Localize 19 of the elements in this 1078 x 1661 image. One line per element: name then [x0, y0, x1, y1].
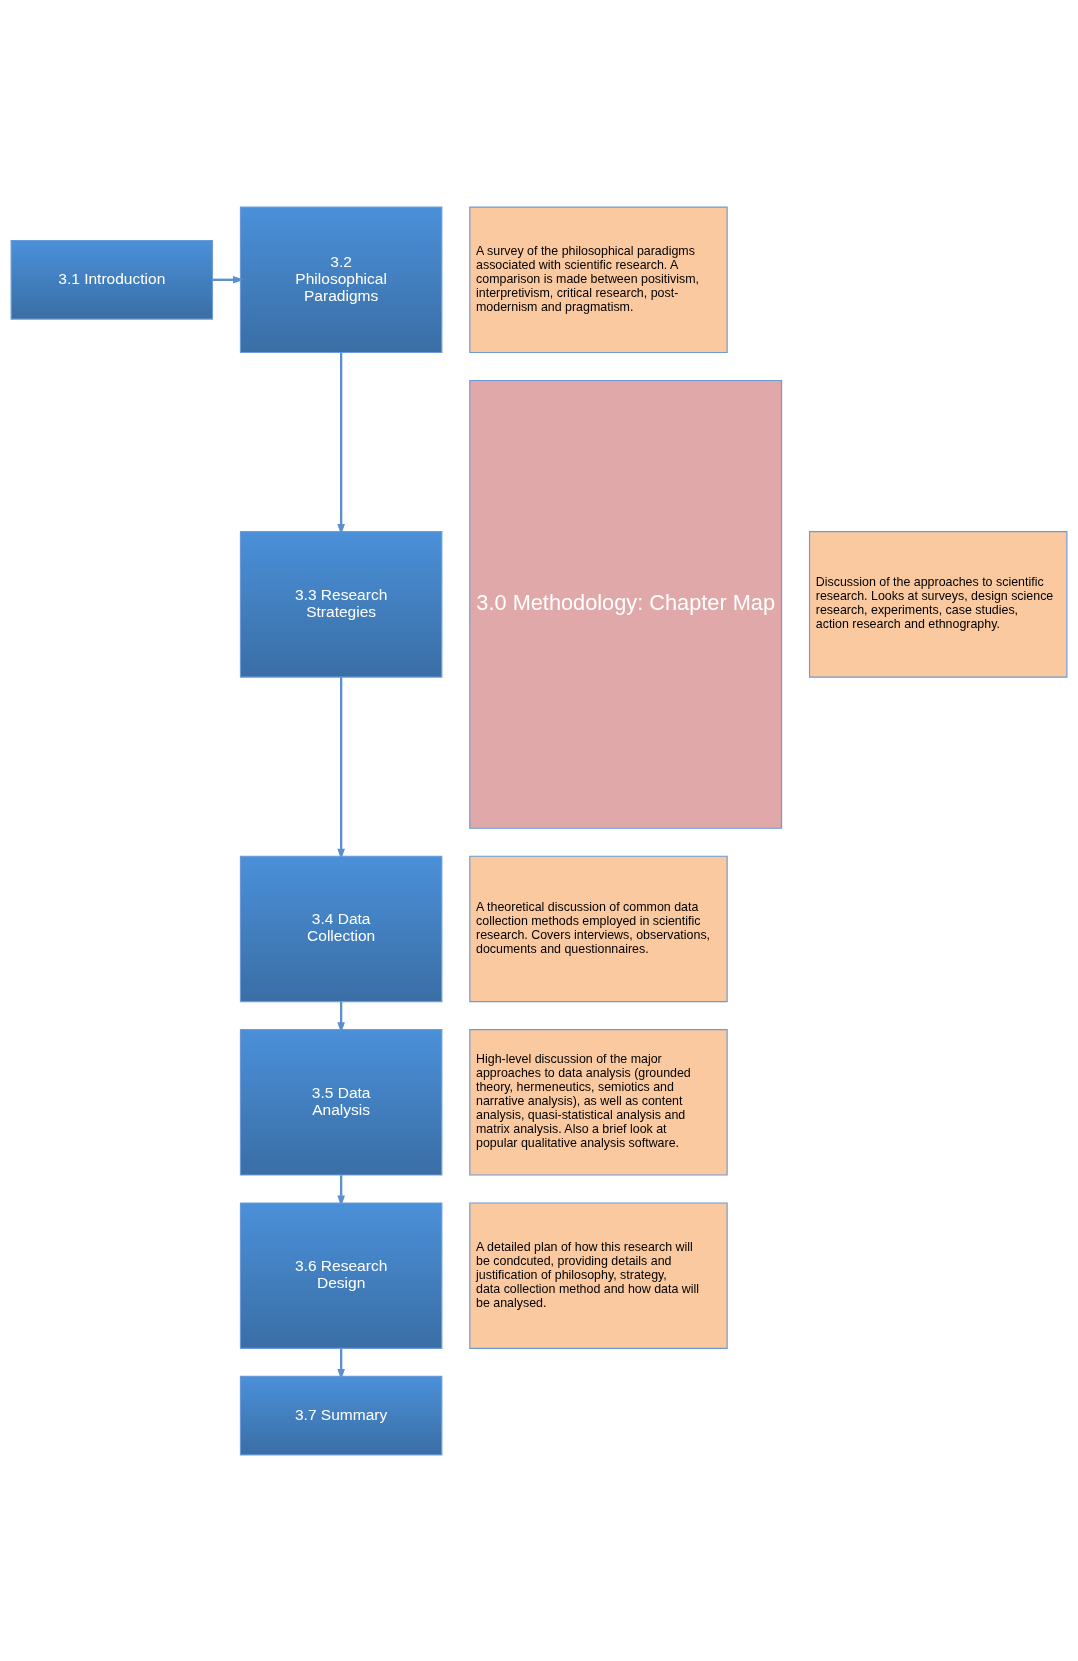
arrow	[212, 275, 244, 284]
node-box: 3.4 Data Collection	[239, 855, 443, 1002]
node-box: 3.7 Summary	[239, 1375, 443, 1455]
node-box: A theoretical discussion of common data collection methods employed in scientific research. Covers interviews, observations, documents and questionnaires.	[469, 855, 728, 1002]
node-box: 3.3 Research Strategies	[239, 530, 443, 678]
node-box: Discussion of the approaches to scientific research. Looks at surveys, design science research, experiments, case studies, action research and ethnography.	[808, 530, 1068, 678]
arrow	[337, 1001, 345, 1033]
node-box: 3.1 Introduction	[10, 239, 214, 320]
arrow	[337, 676, 345, 860]
node-box: 3.2 Philosophical Paradigms	[239, 206, 443, 353]
node-box: A detailed plan of how this research will be condcuted, providing details and justification of philosophy, strategy, data collection method and how data will be analysed.	[469, 1201, 728, 1349]
arrow	[337, 1174, 345, 1206]
arrow	[337, 352, 345, 535]
node-box: 3.5 Data Analysis	[239, 1028, 443, 1176]
node-box: A survey of the philosophical paradigms associated with scientific research. A comparison is made between positivism, interpretivism, critical research, post-modernism and pragmatism.	[469, 206, 728, 353]
node-box: 3.6 Research Design	[239, 1201, 443, 1349]
arrow	[337, 1348, 345, 1380]
node-box: 3.0 Methodology: Chapter Map	[469, 379, 783, 829]
node-box: High-level discussion of the major approaches to data analysis (grounded theory, hermeneutics, semiotics and narrative analysis), as well as content analysis, quasi-statistical analysis and matrix analysis. Also a brief look at popular qualitative analysis software.	[469, 1028, 728, 1176]
